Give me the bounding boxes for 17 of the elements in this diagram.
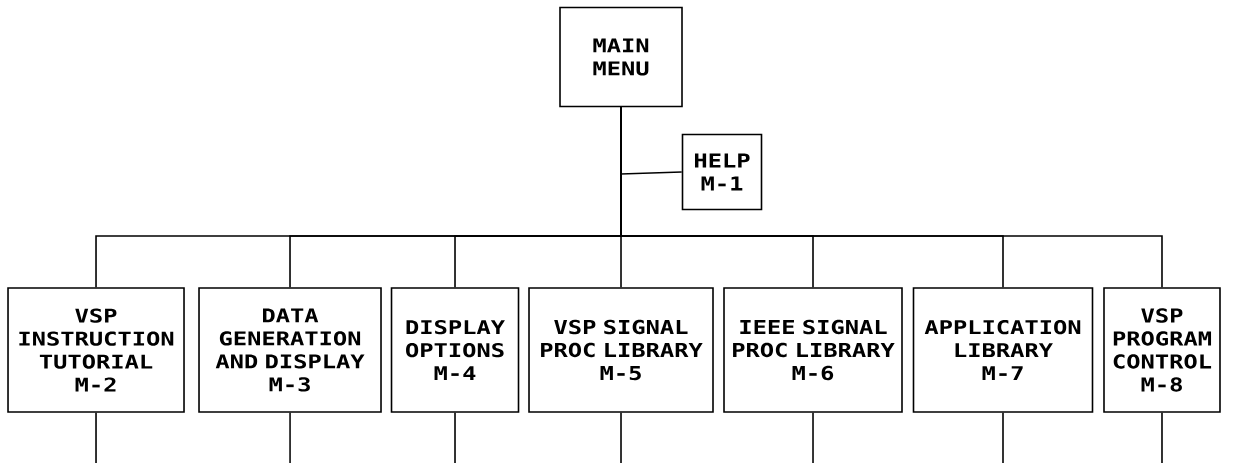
connector-line [289,412,291,463]
menu-box: DATA GENERATION AND DISPLAY M-3 [198,287,382,413]
connector-line [620,106,1163,288]
connector-line [620,412,622,463]
menu-box: DISPLAY OPTIONS M-4 [390,287,520,413]
connector-line [812,412,814,463]
connector-line [454,412,456,463]
menu-box: VSP INSTRUCTION TUTORIAL M-2 [7,287,185,413]
menu-box: MAIN MENU [559,6,683,108]
menu-box: APPLICATION LIBRARY M-7 [912,287,1094,413]
menu-box: VSP PROGRAM CONTROL M-8 [1103,287,1221,413]
menu-box: HELP M-1 [681,133,763,211]
connector-line [95,412,97,463]
connector-line [1161,412,1163,463]
menu-box: IEEE SIGNAL PROC LIBRARY M-6 [723,287,903,413]
connector-line [1002,412,1004,463]
menu-box: VSP SIGNAL PROC LIBRARY M-5 [528,287,714,413]
